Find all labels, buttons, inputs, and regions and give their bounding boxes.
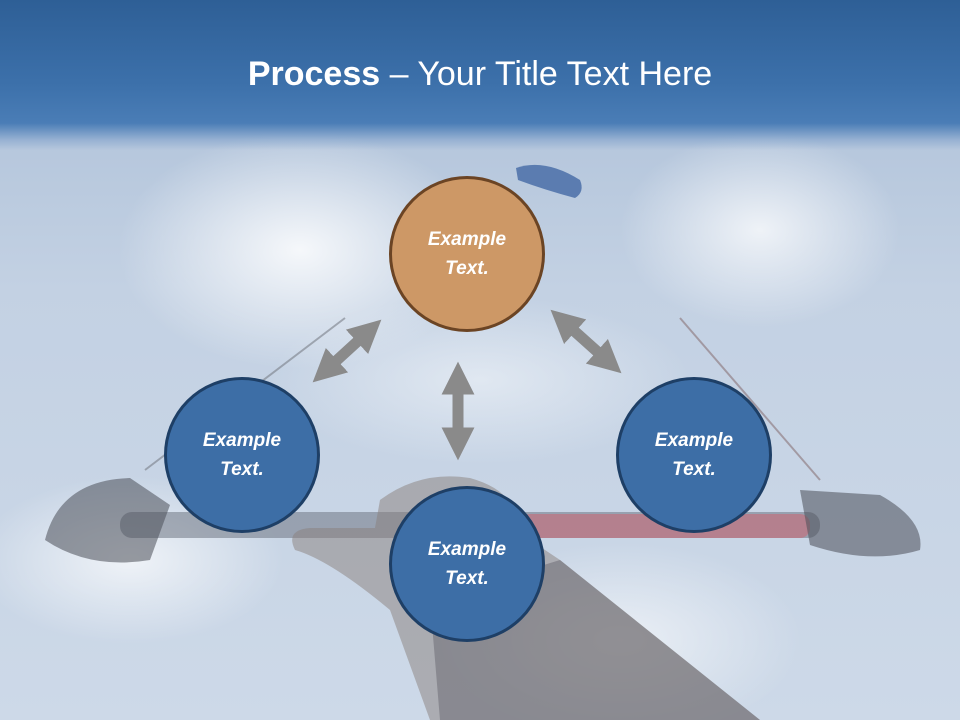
- arrow-top-right: [550, 309, 622, 374]
- process-node-top[interactable]: Example Text.: [389, 176, 545, 332]
- slide-title: Process – Your Title Text Here: [0, 52, 960, 96]
- node-bottom-label: Example Text.: [427, 539, 507, 589]
- title-bold: Process: [247, 55, 381, 93]
- node-right-label: Example Text.: [654, 430, 734, 480]
- bar-end-left: [45, 478, 170, 563]
- process-node-right[interactable]: Example Text.: [616, 377, 772, 533]
- node-left-label: Example Text.: [202, 430, 282, 480]
- process-node-left[interactable]: Example Text.: [164, 377, 320, 533]
- kite-icon: [516, 164, 582, 198]
- title-bar: [0, 0, 960, 150]
- process-node-bottom[interactable]: Example Text.: [389, 486, 545, 642]
- kite-line-right: [679, 317, 821, 481]
- node-top-label: Example Text.: [427, 229, 507, 279]
- arrow-left-top: [312, 319, 382, 383]
- title-rest: – Your Title Text Here: [380, 55, 713, 93]
- bar-end-right: [800, 490, 921, 557]
